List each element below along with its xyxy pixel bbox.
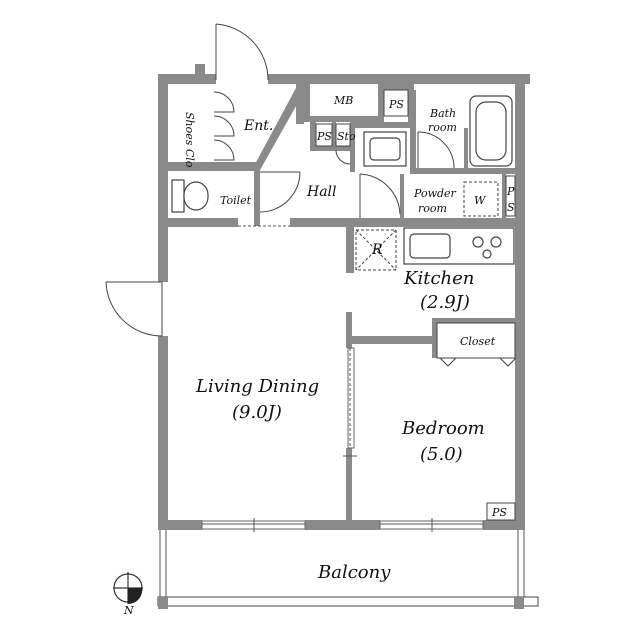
- living-name-label: Living Dining: [195, 376, 319, 397]
- north-compass: N: [113, 572, 143, 617]
- pipe-space-bed-label: PS: [491, 506, 507, 519]
- toilet-label: Toilet: [220, 194, 252, 207]
- toilet-fixture: [171, 179, 209, 213]
- sto-box: [335, 123, 351, 147]
- exterior-walls: [158, 64, 530, 530]
- openings: [201, 225, 484, 532]
- storage-label: Sto: [337, 130, 356, 143]
- bath-label-1: Bath: [429, 107, 456, 120]
- meter-box-label: MB: [333, 94, 353, 107]
- washer-space: [463, 181, 499, 217]
- interior-walls: [168, 84, 515, 520]
- hall-label: Hall: [306, 184, 337, 200]
- bathtub-fixture: [469, 95, 513, 167]
- powder-label-1: Powder: [413, 187, 457, 200]
- balcony-rail: [157, 530, 539, 609]
- pipe-space-top-label: PS: [388, 98, 404, 111]
- refrigerator-label: R: [371, 242, 383, 258]
- closet-label: Closet: [460, 335, 496, 348]
- pipe-space-side-box: [505, 175, 516, 217]
- powder-label-2: room: [418, 202, 447, 215]
- pipe-space-side-label-2: S: [507, 201, 515, 214]
- living-size-label: (9.0J): [232, 402, 282, 423]
- compass-north-label: N: [123, 604, 134, 617]
- fixtures: [171, 95, 515, 271]
- kitchen-size-label: (2.9J): [420, 292, 470, 313]
- bedroom-name-label: Bedroom: [401, 418, 485, 439]
- bedroom-size-label: (5.0): [420, 444, 463, 465]
- pipe-space-bed-box: [486, 502, 516, 521]
- washbasin-fixture: [363, 131, 407, 167]
- kitchen-name-label: Kitchen: [403, 268, 474, 289]
- bath-label-2: room: [428, 121, 457, 134]
- pipe-space-side-label-1: P: [506, 185, 515, 198]
- refrigerator-space: [355, 229, 397, 271]
- closet-box: [436, 322, 516, 359]
- shoes-closet-label: Shoes Clo: [183, 112, 196, 168]
- room-labels: Shoes Clo Ent. MB PS Bath room PS Sto To…: [183, 94, 515, 583]
- pipe-space-hall-box: [315, 123, 333, 147]
- washer-label: W: [474, 194, 487, 207]
- pipe-space-hall-label: PS: [316, 130, 332, 143]
- door-swings: [105, 23, 517, 367]
- balcony-label: Balcony: [317, 562, 391, 583]
- pipe-space-top-box: [383, 89, 409, 117]
- kitchen-counter: [403, 227, 515, 265]
- entrance-label: Ent.: [243, 118, 273, 134]
